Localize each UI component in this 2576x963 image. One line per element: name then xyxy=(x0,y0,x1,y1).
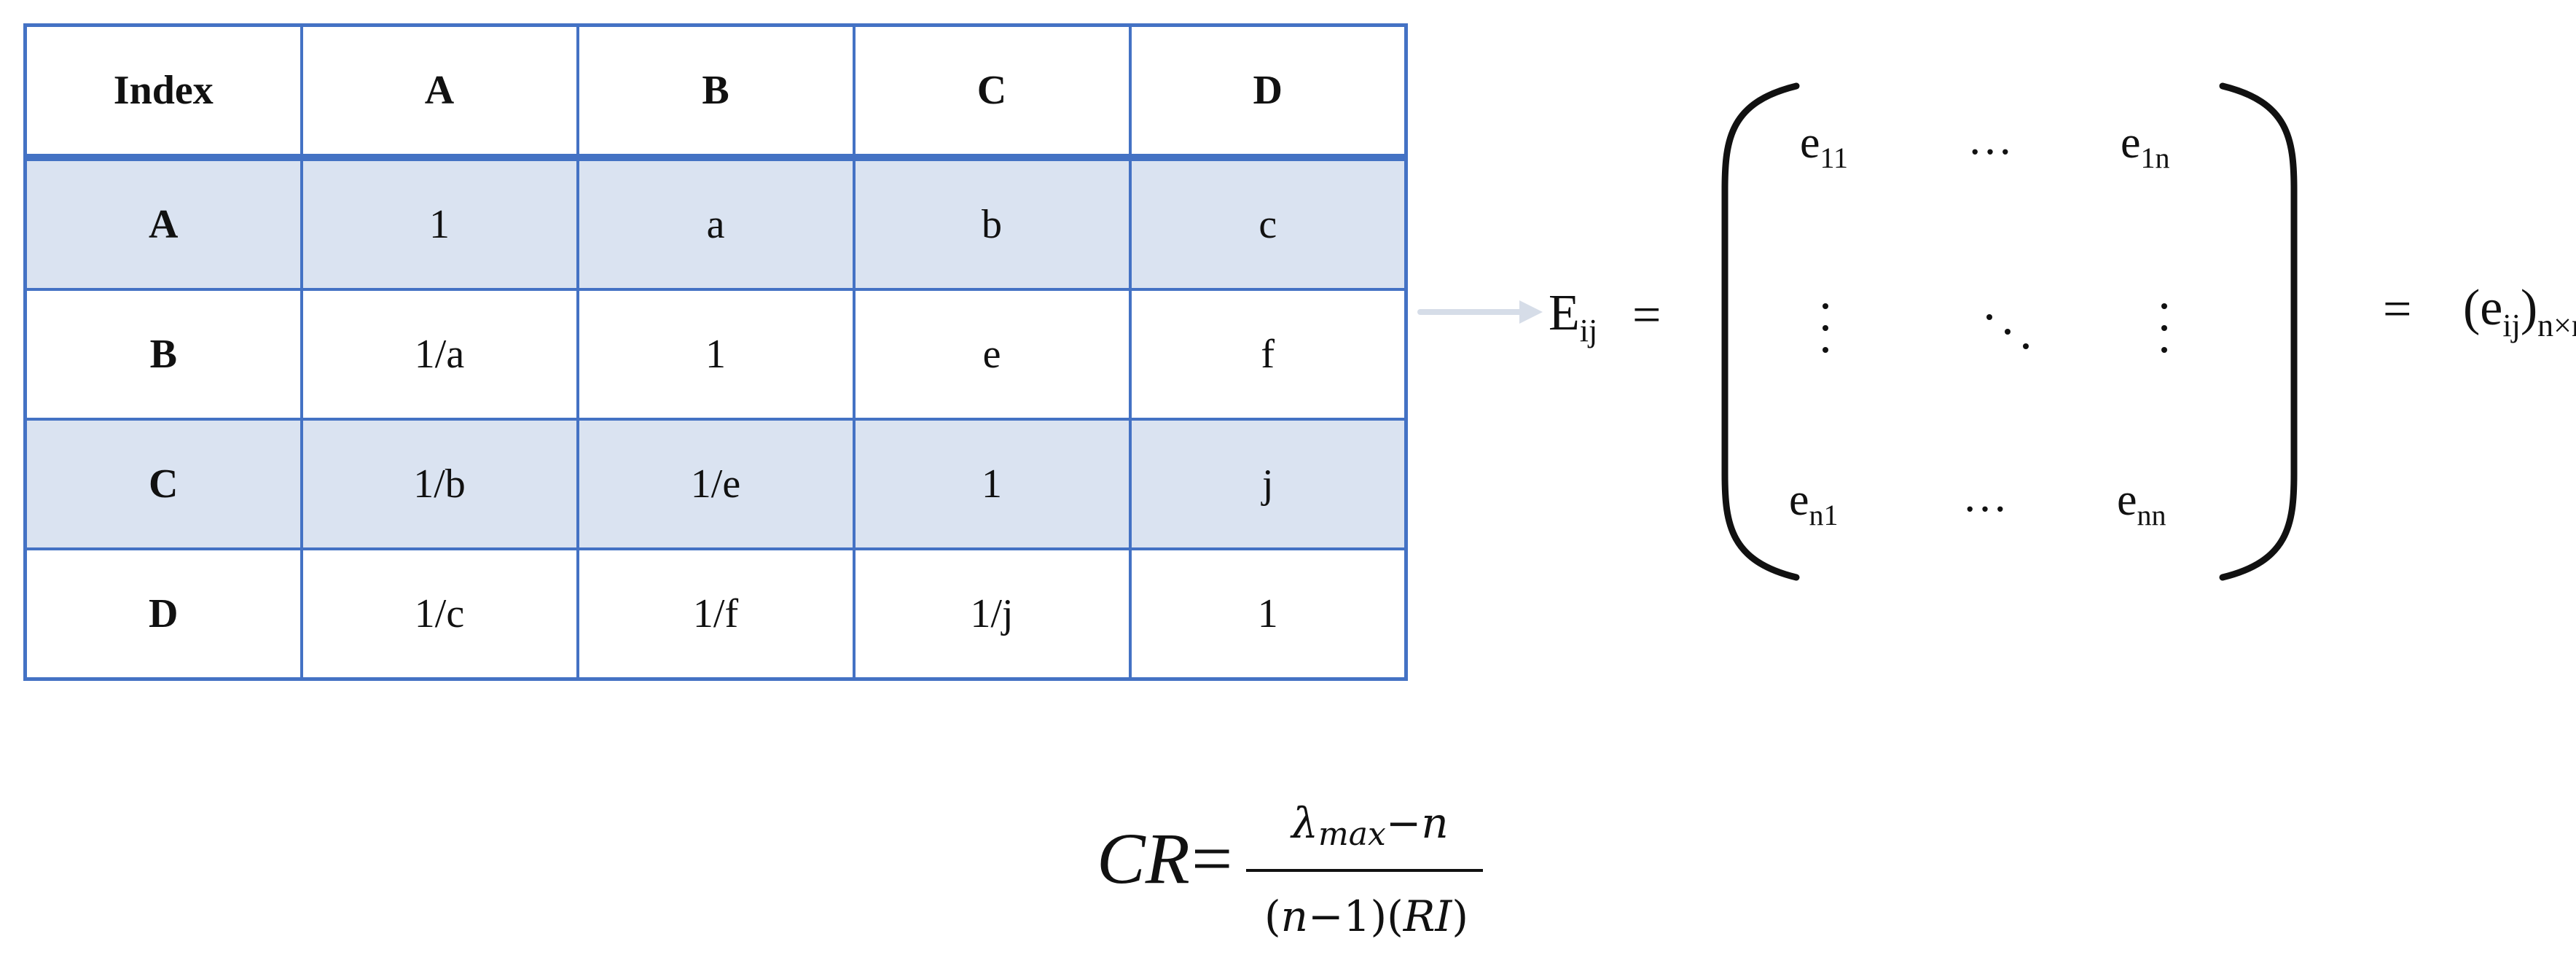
table-cell: 1 xyxy=(576,288,856,421)
vertical-dots-icon xyxy=(2161,303,2167,353)
cr-formula-denominator: (n−1)(RI) xyxy=(1239,895,1494,937)
table-cell: e xyxy=(852,288,1132,421)
table-cell: 1/f xyxy=(576,547,856,681)
matrix-cell-subscript: n1 xyxy=(1809,499,1839,531)
table-cell: f xyxy=(1128,288,1408,421)
matrix-rhs-inner-subscript: ij xyxy=(2502,308,2521,343)
table-row: B 1/a 1 e f xyxy=(23,288,1408,421)
matrix-cell-hdots-top: … xyxy=(1968,114,2013,164)
header-b: B xyxy=(576,23,856,161)
denominator-minus-one: −1)( xyxy=(1308,892,1404,941)
header-index: Index xyxy=(23,23,303,161)
fraction-bar xyxy=(1246,869,1483,872)
cr-formula-lhs: CR xyxy=(1097,818,1190,899)
table-cell: j xyxy=(1128,418,1408,550)
matrix-rhs: (eij)n×n xyxy=(2463,283,2576,342)
table-cell: 1/e xyxy=(576,418,856,550)
diagonal-dots-icon xyxy=(1986,314,2029,349)
table-header-row: Index A B C D xyxy=(23,23,1408,161)
matrix-cell-base: e xyxy=(1789,475,1809,525)
matrix-cell-base: e xyxy=(1800,118,1820,168)
table-row: D 1/c 1/f 1/j 1 xyxy=(23,547,1408,681)
table-cell: 1 xyxy=(300,156,579,291)
matrix-rhs-close-paren: ) xyxy=(2520,280,2538,336)
row-label-a: A xyxy=(23,156,303,291)
table-cell: c xyxy=(1128,156,1408,291)
matrix-cell-hdots-bottom: … xyxy=(1962,472,2008,521)
matrix-cell-e1n: e1n xyxy=(2121,120,2170,173)
matrix-cell-base: e xyxy=(2121,118,2141,168)
matrix-cell-subscript: 11 xyxy=(1820,141,1849,174)
matrix-cell-en1: en1 xyxy=(1789,477,1839,530)
matrix-cell-e11: e11 xyxy=(1800,120,1848,173)
table-cell: a xyxy=(576,156,856,291)
table-cell: 1 xyxy=(852,418,1132,550)
denominator-close-paren: ) xyxy=(1452,892,1468,941)
table-cell: 1/c xyxy=(300,547,579,681)
right-arrow-icon xyxy=(1417,300,1543,324)
lambda-symbol: λ xyxy=(1291,798,1319,848)
matrix-rhs-base: (e xyxy=(2463,280,2503,336)
denominator-ri: RI xyxy=(1403,892,1452,941)
table-row: C 1/b 1/e 1 j xyxy=(23,418,1408,550)
matrix-rhs-dimension: n×n xyxy=(2537,308,2576,343)
equals-sign-right: = xyxy=(2383,281,2412,338)
row-label-b: B xyxy=(23,288,303,421)
matrix-lhs-base: E xyxy=(1549,285,1580,341)
header-c: C xyxy=(852,23,1132,161)
table-cell: 1/a xyxy=(300,288,579,421)
header-d: D xyxy=(1128,23,1408,161)
row-label-c: C xyxy=(23,418,303,550)
row-label-d: D xyxy=(23,547,303,681)
matrix-cell-subscript: nn xyxy=(2137,499,2166,531)
table-row: A 1 a b c xyxy=(23,156,1408,291)
matrix-cell-enn: enn xyxy=(2117,477,2166,530)
table-cell: b xyxy=(852,156,1132,291)
header-a: A xyxy=(300,23,579,161)
cr-formula-equals: = xyxy=(1191,818,1233,899)
vertical-dots-icon xyxy=(1823,303,1828,353)
table-cell: 1/b xyxy=(300,418,579,550)
matrix-cell-base: e xyxy=(2117,475,2137,525)
matrix-lhs-subscript: ij xyxy=(1579,313,1598,348)
matrix-cell-subscript: 1n xyxy=(2140,141,2170,174)
left-bracket-icon xyxy=(1721,82,1800,581)
right-bracket-icon xyxy=(2219,82,2298,581)
table-cell: 1 xyxy=(1128,547,1408,681)
equals-sign-left: = xyxy=(1632,287,1661,343)
denominator-open-paren: ( xyxy=(1264,892,1281,941)
denominator-n: n xyxy=(1280,892,1308,941)
cr-formula-numerator: λmax−n xyxy=(1253,802,1487,851)
pairwise-comparison-table: Index A B C D A 1 a b c B 1/a 1 e f C 1/… xyxy=(23,23,1408,681)
matrix-lhs: Eij xyxy=(1549,288,1597,347)
lambda-subscript: max xyxy=(1318,816,1386,853)
table-cell: 1/j xyxy=(852,547,1132,681)
numerator-rest: −n xyxy=(1385,798,1449,848)
